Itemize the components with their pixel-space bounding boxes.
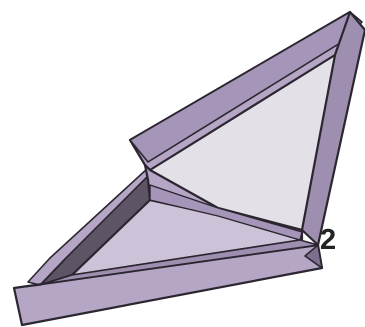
step-number-label: 2 bbox=[320, 226, 336, 255]
